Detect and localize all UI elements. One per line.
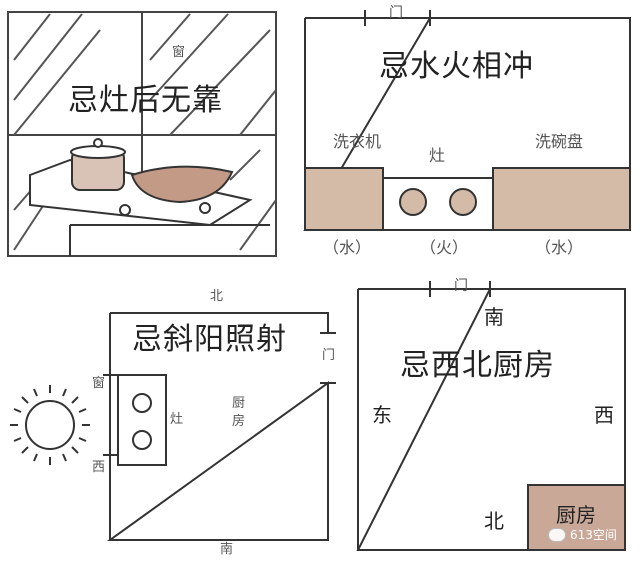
dishwasher-label: 洗碗盘 <box>535 132 584 151</box>
panel4-west: 西 <box>594 403 614 427</box>
panel3-title: 忌斜阳照射 <box>132 322 287 357</box>
water-left-label: （水） <box>323 238 372 257</box>
northwest-kitchen-floorplan <box>356 281 626 551</box>
panel4-door-label: 门 <box>454 278 468 294</box>
washer-label: 洗衣机 <box>333 132 382 151</box>
panel3-south: 南 <box>220 542 234 557</box>
panel1-window-label: 窗 <box>172 45 186 60</box>
panel-stove-no-backing: 忌灶后无靠 窗 <box>0 0 290 260</box>
panel3-door-label: 门 <box>322 348 336 363</box>
panel1-title: 忌灶后无靠 <box>68 83 223 118</box>
water-right-label: （水） <box>535 238 584 257</box>
stove-label: 灶 <box>429 146 446 165</box>
slanting-sun-floorplan <box>10 312 336 541</box>
panel2-door-label: 门 <box>389 5 403 21</box>
panel2-title: 忌水火相冲 <box>379 49 534 84</box>
watermark: 613空间 <box>548 528 617 542</box>
panel4-east: 东 <box>372 403 392 427</box>
panel4-north: 北 <box>484 509 504 533</box>
panel3-stove-label: 灶 <box>170 412 184 427</box>
stove-no-backing-illustration <box>7 11 277 257</box>
panel-water-fire-clash: 门 忌水火相冲 洗衣机 灶 洗碗盘 （水） （火） （水） <box>295 0 640 270</box>
watermark-text: 613空间 <box>570 528 617 542</box>
panel-slanting-sun: 北 忌斜阳照射 窗 西 灶 厨 房 门 南 <box>0 285 340 563</box>
panel-northwest-kitchen: 门 南 忌西北厨房 东 西 北 厨房 <box>350 275 640 563</box>
panel3-north: 北 <box>210 289 224 304</box>
fire-label: （火） <box>420 238 469 257</box>
panel3-west: 西 <box>92 460 106 475</box>
water-fire-floorplan <box>303 10 631 231</box>
panel4-kitchen-label: 厨房 <box>556 503 596 527</box>
panel3-window-label: 窗 <box>92 376 106 391</box>
panel4-south: 南 <box>484 305 504 329</box>
panel4-title: 忌西北厨房 <box>400 348 555 383</box>
watermark-logo-icon <box>548 528 566 542</box>
panel3-kitchen-label: 厨 房 <box>232 396 246 430</box>
